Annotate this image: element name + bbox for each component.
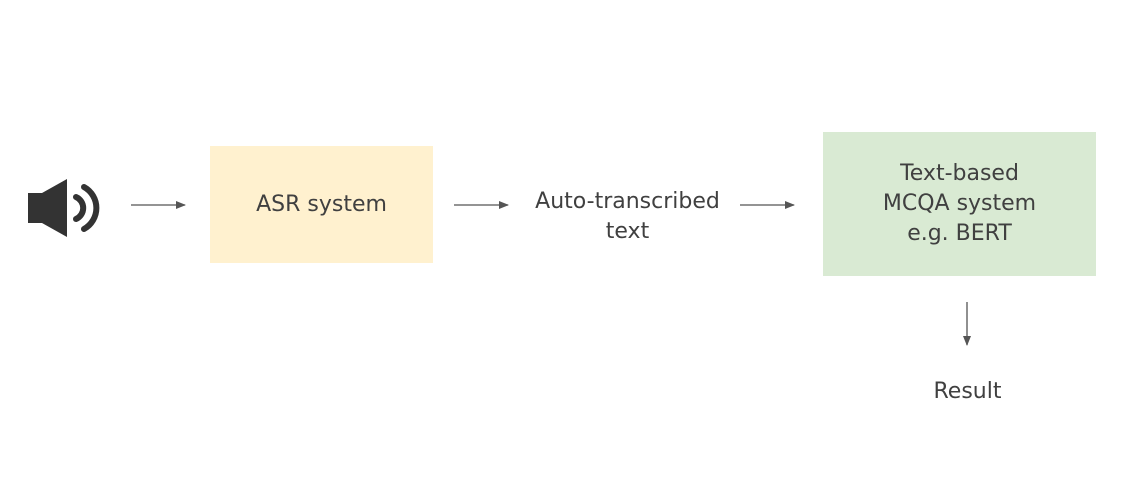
- result-label: Result: [933, 379, 1002, 404]
- asr-system-label: ASR system: [256, 191, 387, 217]
- speaker-icon: [28, 179, 100, 237]
- auto-transcribed-text-label: Auto-transcribed text: [535, 189, 720, 244]
- mcqa-system-box: Text-based MCQA system e.g. BERT: [823, 132, 1096, 276]
- asr-system-box: ASR system: [210, 146, 433, 263]
- mcqa-system-label: Text-based MCQA system e.g. BERT: [882, 161, 1037, 246]
